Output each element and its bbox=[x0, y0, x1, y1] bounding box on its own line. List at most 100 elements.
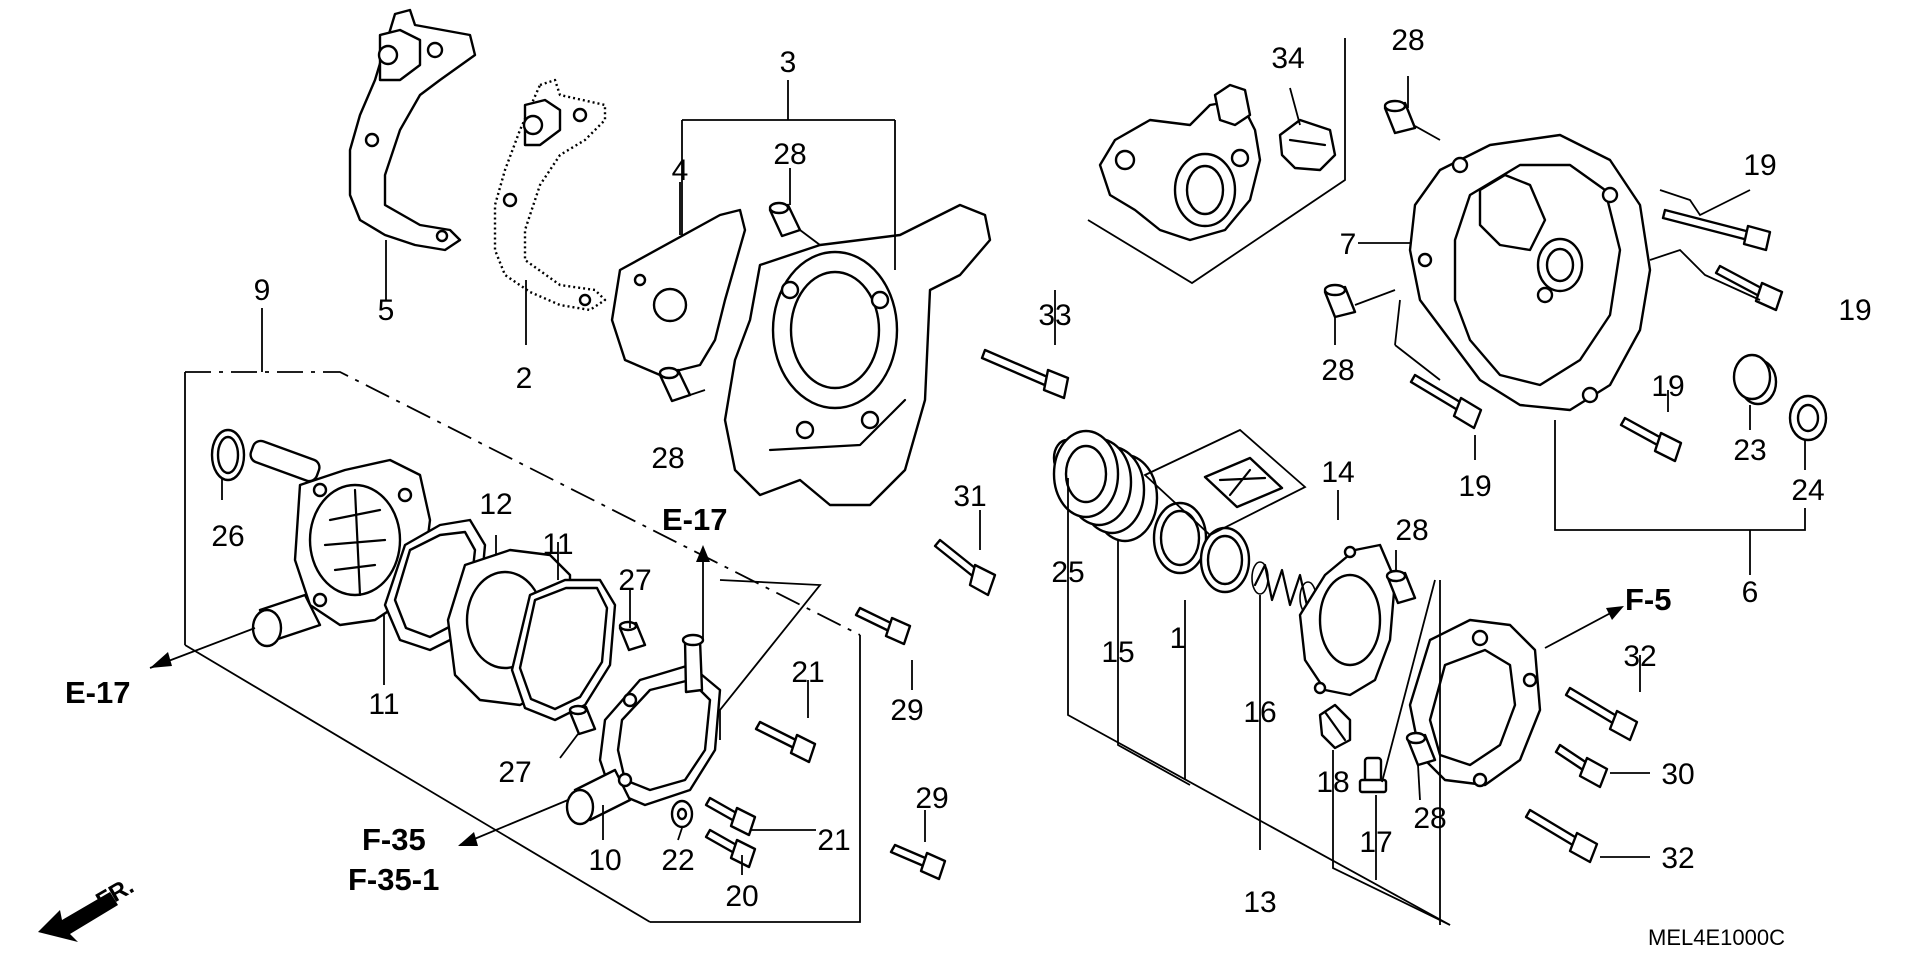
gasket-5 bbox=[348, 8, 477, 252]
front-arrow-icon bbox=[38, 892, 118, 942]
callout-31: 31 bbox=[953, 480, 986, 513]
callout-11b: 11 bbox=[542, 528, 573, 561]
gasket-ring-11b bbox=[510, 578, 617, 722]
seal-24 bbox=[1788, 394, 1828, 442]
collar-28-mid-right bbox=[1323, 283, 1357, 319]
bolt-33 bbox=[980, 348, 1070, 400]
callout-28b: 28 bbox=[651, 442, 684, 475]
bolt-19c bbox=[1409, 373, 1483, 430]
callout-12: 12 bbox=[479, 488, 512, 521]
washer-22 bbox=[670, 799, 694, 829]
callout-16: 16 bbox=[1243, 696, 1276, 729]
diagram-code: MEL4E1000C bbox=[1648, 925, 1785, 950]
callout-3: 3 bbox=[780, 46, 797, 79]
bolt-32a bbox=[1564, 686, 1639, 742]
callout-21b: 21 bbox=[817, 824, 850, 857]
collar-27b bbox=[568, 704, 597, 736]
bearing-housing-3 bbox=[723, 203, 992, 507]
ref-e17-left: E-17 bbox=[65, 675, 130, 710]
leader-lines bbox=[184, 76, 1806, 926]
callout-29a: 29 bbox=[890, 694, 923, 727]
callout-9: 9 bbox=[254, 274, 271, 307]
callout-28f: 28 bbox=[1413, 802, 1446, 835]
fitting-18 bbox=[1318, 703, 1352, 750]
collar-27a bbox=[618, 620, 647, 652]
callout-14: 14 bbox=[1321, 456, 1354, 489]
inset-cover-detail bbox=[1087, 38, 1346, 285]
callout-10: 10 bbox=[588, 844, 621, 877]
callout-22: 22 bbox=[661, 844, 694, 877]
callout-labels: 1 2 3 4 5 6 7 9 10 11 11 12 13 14 15 16 … bbox=[211, 24, 1871, 919]
callout-27b: 27 bbox=[498, 756, 531, 789]
collar-28-bottom-right bbox=[1405, 731, 1437, 767]
arrow-f5 bbox=[1544, 606, 1624, 649]
bolt-19d bbox=[1619, 416, 1683, 463]
callout-29b: 29 bbox=[915, 782, 948, 815]
water-pump-9 bbox=[249, 439, 432, 648]
bolt-29b bbox=[889, 843, 947, 881]
bolt-29a bbox=[854, 606, 912, 646]
bolt-21b bbox=[704, 796, 757, 837]
callout-34: 34 bbox=[1271, 42, 1304, 75]
clamp-34 bbox=[1278, 118, 1337, 172]
mechanical-seal-15 bbox=[1052, 429, 1159, 543]
callout-26: 26 bbox=[211, 520, 244, 553]
ref-f35-1: F-35-1 bbox=[348, 862, 439, 897]
callout-5: 5 bbox=[378, 294, 395, 327]
pump-cover-10 bbox=[565, 633, 722, 826]
callout-15: 15 bbox=[1101, 636, 1134, 669]
callout-17: 17 bbox=[1359, 826, 1392, 859]
callout-2: 2 bbox=[516, 362, 533, 395]
gasket-14 bbox=[1298, 543, 1397, 697]
callout-20: 20 bbox=[725, 880, 758, 913]
seal-kit-box bbox=[1143, 428, 1307, 537]
callout-28c: 28 bbox=[1391, 24, 1424, 57]
gasket-2 bbox=[493, 78, 607, 312]
callout-27a: 27 bbox=[618, 564, 651, 597]
callout-18: 18 bbox=[1316, 766, 1349, 799]
collar-28-top-right bbox=[1383, 99, 1417, 135]
arrow-e17-left bbox=[149, 627, 256, 669]
callout-19a: 19 bbox=[1743, 149, 1776, 182]
callout-11a: 11 bbox=[368, 688, 399, 721]
ref-e17-top: E-17 bbox=[662, 502, 727, 537]
bolt-19b bbox=[1714, 264, 1784, 312]
callout-1: 1 bbox=[1170, 622, 1187, 655]
cover-plate-4 bbox=[610, 208, 747, 377]
o-ring-26 bbox=[210, 428, 246, 482]
bolt-21a bbox=[754, 720, 817, 764]
bolt-32b bbox=[1524, 808, 1599, 864]
callout-33: 33 bbox=[1038, 299, 1071, 332]
callout-30: 30 bbox=[1661, 758, 1694, 791]
ref-f5: F-5 bbox=[1625, 582, 1672, 617]
callout-19d: 19 bbox=[1651, 370, 1684, 403]
callout-32a: 32 bbox=[1623, 640, 1656, 673]
callout-28e: 28 bbox=[1395, 514, 1428, 547]
callout-25: 25 bbox=[1051, 556, 1084, 589]
callout-6: 6 bbox=[1742, 576, 1759, 609]
collar-28-seal bbox=[1385, 569, 1417, 605]
callout-23: 23 bbox=[1733, 434, 1766, 467]
collar-28-mid-center bbox=[658, 366, 692, 403]
bolt-19a bbox=[1661, 208, 1772, 252]
ref-f35: F-35 bbox=[362, 822, 426, 857]
seal-23 bbox=[1732, 353, 1778, 406]
bolt-30 bbox=[1554, 743, 1609, 789]
callout-28a: 28 bbox=[773, 138, 806, 171]
callout-28d: 28 bbox=[1321, 354, 1354, 387]
collar-28-top-center bbox=[768, 201, 802, 238]
callout-19c: 19 bbox=[1458, 470, 1491, 503]
callout-32b: 32 bbox=[1661, 842, 1694, 875]
callout-19b: 19 bbox=[1838, 294, 1871, 327]
bolt-20 bbox=[704, 828, 757, 869]
bolt-17 bbox=[1358, 756, 1388, 794]
seal-ring-1 bbox=[1152, 501, 1251, 594]
callout-7: 7 bbox=[1340, 228, 1357, 261]
cover-7 bbox=[1408, 133, 1652, 412]
callout-4: 4 bbox=[672, 154, 689, 187]
arrow-e17-top bbox=[696, 545, 710, 640]
callout-21a: 21 bbox=[791, 656, 824, 689]
callout-24: 24 bbox=[1791, 474, 1824, 507]
callout-13: 13 bbox=[1243, 886, 1276, 919]
